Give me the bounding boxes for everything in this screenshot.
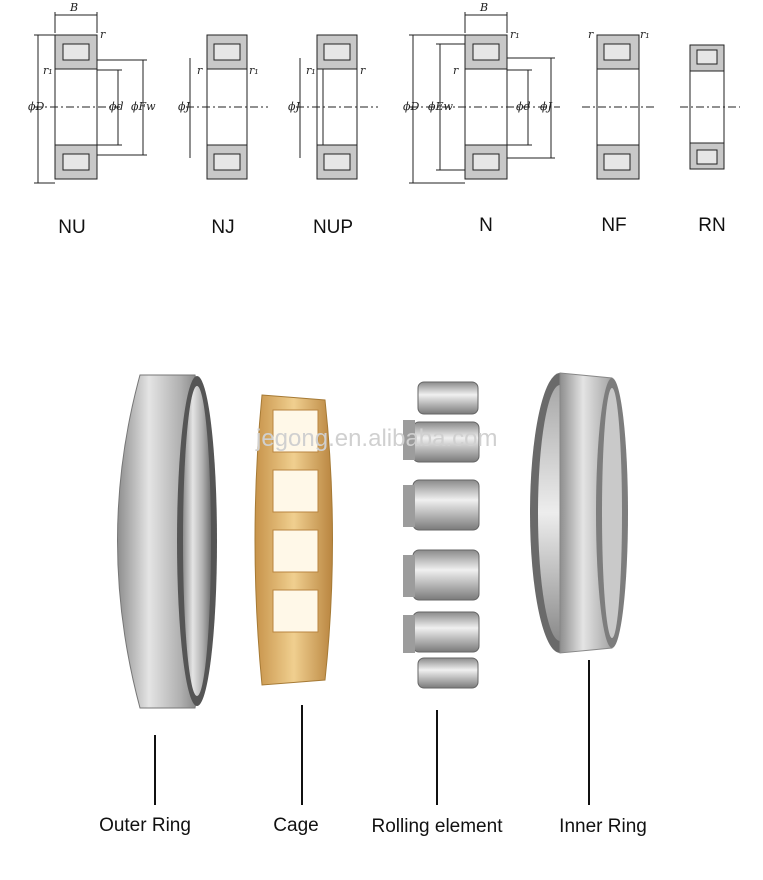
type-label-n: N [479,215,493,236]
dim-fw-nu: ϕFw [131,100,156,113]
type-label-rn: RN [698,215,726,236]
dim-r1-nu: r₁ [43,64,53,77]
dim-r1-nj: r₁ [249,64,259,77]
rn-section [680,44,740,170]
dim-r-n: r [453,64,459,77]
dim-r1-nup: r₁ [306,64,316,77]
dim-r-nf: r [588,28,594,41]
cage [254,394,333,686]
dim-r-nu: r [100,28,106,41]
leader-lines [154,660,590,805]
dim-j-n: ϕJ [540,100,552,113]
nj-section [186,34,268,180]
type-label-nup: NUP [312,217,354,238]
type-label-nj: NJ [211,217,235,238]
dim-d-outer-n: ϕD [403,100,419,113]
dim-r1-n: r₁ [510,28,520,41]
part-label-rolling-element: Rolling element [371,816,503,837]
watermark: jegong.en.alibaba.com [256,425,498,452]
rolling-elements [403,381,480,689]
dim-j-nj: ϕJ [178,100,190,113]
part-label-outer-ring: Outer Ring [99,815,191,836]
bearing-types-diagram: B r r₁ ϕD ϕd ϕFw r r₁ ϕJ r₁ r ϕJ B r₁ r … [28,1,740,184]
dim-d-inner-nu: ϕd [109,100,124,113]
nup-section [296,34,378,180]
n-section [409,12,560,184]
part-label-cage: Cage [273,815,319,836]
outer-ring [117,374,217,709]
type-label-nf: NF [601,215,627,236]
dim-b-nu: B [69,1,78,14]
dim-d-outer-nu: ϕD [28,100,44,113]
type-label-nu: NU [58,217,86,238]
dim-r-nj: r [197,64,203,77]
inner-ring [530,372,628,654]
dim-j-nup: ϕJ [288,100,300,113]
dim-ew-n: ϕEw [428,100,454,113]
exploded-bearing-illustration [117,372,628,805]
dim-r-nup: r [360,64,366,77]
dim-r1-nf: r₁ [640,28,650,41]
nu-section [34,12,147,184]
part-label-inner-ring: Inner Ring [559,816,647,837]
nf-section [582,34,654,180]
dim-b-n: B [479,1,488,14]
dim-d-inner-n: ϕd [516,100,531,113]
